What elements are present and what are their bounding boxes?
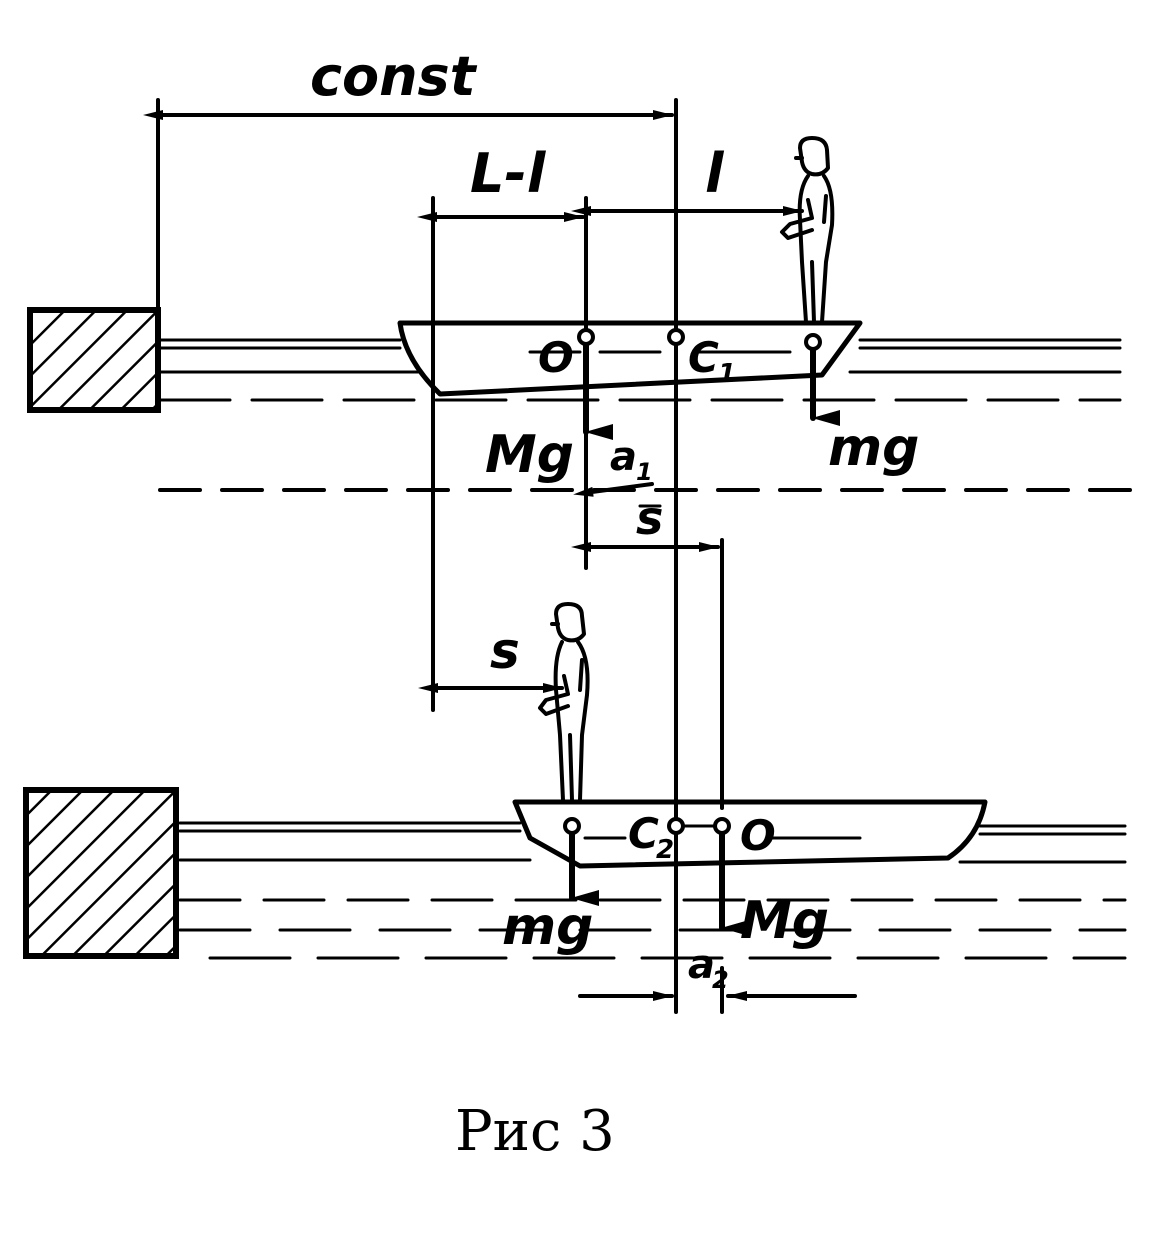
label-a1-sub: 1 xyxy=(636,458,653,486)
label-l: l xyxy=(705,142,725,205)
label-C2: C xyxy=(628,809,659,858)
label-C2-sub: 2 xyxy=(656,835,674,865)
label-Mg-bottom: Mg xyxy=(740,891,829,951)
label-a2: a xyxy=(688,942,715,988)
label-O-top: O xyxy=(538,333,574,382)
label-a2-sub: 2 xyxy=(712,966,729,994)
pier-top xyxy=(27,307,161,413)
label-s-bar: s xyxy=(636,491,663,545)
label-a1: a xyxy=(610,434,637,480)
label-Mg-top: Mg xyxy=(485,425,574,485)
boat-top xyxy=(397,320,863,397)
point-O-top xyxy=(577,328,595,346)
figure-caption: Рис 3 xyxy=(455,1099,615,1164)
label-L-minus-l: L-l xyxy=(470,142,547,205)
label-const: const xyxy=(310,45,478,108)
label-mg-bottom: mg xyxy=(502,897,593,957)
label-C1-sub: 1 xyxy=(718,359,736,389)
top-scene xyxy=(27,98,1122,1014)
point-man-bottom xyxy=(563,817,581,835)
boat-bottom xyxy=(512,799,988,869)
person-top-figure xyxy=(780,136,835,324)
label-s: s xyxy=(490,622,520,680)
person-bottom-figure xyxy=(538,602,590,802)
water-top xyxy=(158,338,1122,402)
label-mg-top: mg xyxy=(828,418,919,478)
label-O-bottom: O xyxy=(740,811,776,860)
bottom-scene xyxy=(23,602,1127,1014)
pier-bottom xyxy=(23,787,179,959)
label-C1: C xyxy=(688,333,719,382)
point-man-top xyxy=(804,333,822,351)
point-O-bottom xyxy=(713,817,731,835)
point-C2 xyxy=(667,817,685,835)
point-C1 xyxy=(667,328,685,346)
water-bottom xyxy=(178,821,1127,960)
